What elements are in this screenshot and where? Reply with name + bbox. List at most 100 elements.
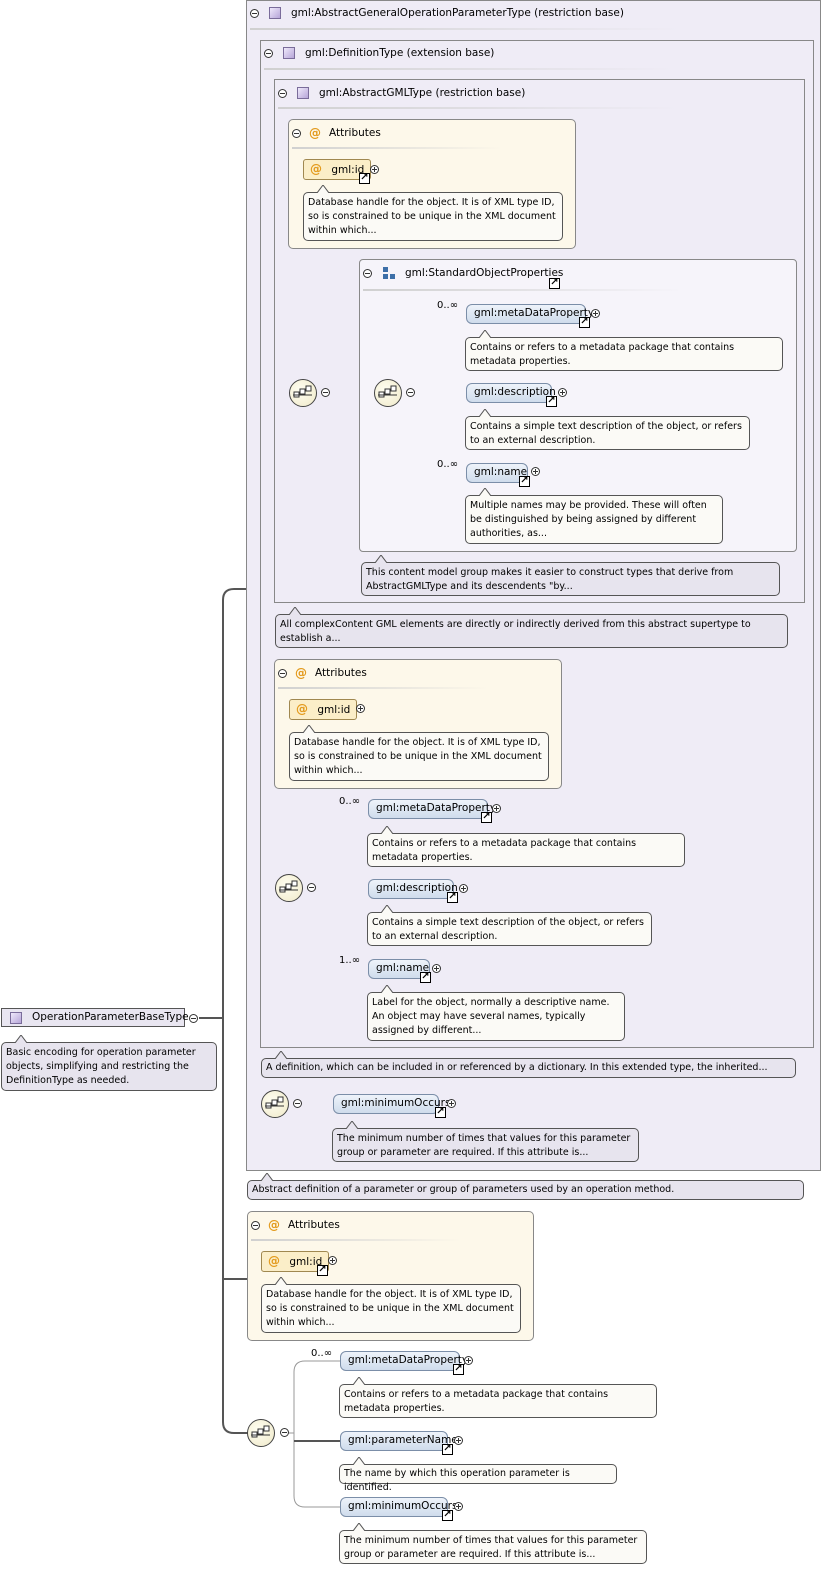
occurrence-label: 0..∞ — [437, 300, 459, 311]
expand-toggle-icon[interactable] — [492, 804, 501, 813]
collapse-toggle-icon[interactable] — [278, 88, 287, 98]
link-arrow-icon[interactable]: ↗ — [442, 1443, 453, 1455]
link-arrow-icon[interactable]: ↗ — [579, 316, 590, 328]
gml-id-attribute[interactable]: @ gml:id — [289, 699, 358, 720]
element-metadataproperty[interactable]: gml:metaDataProperty — [340, 1351, 468, 1371]
element-name[interactable]: gml:name — [368, 959, 430, 979]
collapse-toggle-icon[interactable] — [293, 1099, 302, 1108]
minimumoccurs-documentation: The minimum number of times that values … — [332, 1121, 639, 1162]
element-description[interactable]: gml:description — [368, 879, 458, 899]
expand-toggle-icon[interactable] — [591, 309, 600, 318]
expand-toggle-icon[interactable] — [459, 884, 468, 893]
link-arrow-icon[interactable]: ↗ — [519, 475, 530, 487]
attributes-label: Attributes — [288, 1219, 340, 1231]
doc-tail — [275, 1051, 287, 1059]
sequence-compositor-icon[interactable] — [275, 874, 303, 902]
collapse-toggle-icon[interactable] — [250, 8, 259, 18]
expand-toggle-icon[interactable] — [531, 467, 540, 476]
attributes-header[interactable]: @ Attributes — [251, 1218, 340, 1232]
standard-object-properties-documentation: This content model group makes it easier… — [361, 555, 780, 596]
gml-id-documentation: Database handle for the object. It is of… — [303, 185, 563, 241]
doc-tail — [317, 185, 329, 193]
collapse-toggle-icon[interactable] — [363, 268, 372, 278]
element-minimumoccurs[interactable]: gml:minimumOccurs — [340, 1497, 457, 1517]
expand-toggle-icon[interactable] — [454, 1502, 463, 1511]
name-documentation: Label for the object, normally a descrip… — [367, 985, 625, 1041]
element-minimumoccurs[interactable]: gml:minimumOccurs — [333, 1094, 450, 1114]
link-arrow-icon[interactable]: ↗ — [549, 277, 560, 289]
metadataproperty-documentation: Contains or refers to a metadata package… — [367, 826, 685, 867]
doc-tail — [261, 1173, 273, 1181]
link-arrow-icon[interactable]: ↗ — [453, 1363, 464, 1375]
link-arrow-icon[interactable]: ↗ — [442, 1509, 453, 1521]
collapse-toggle-icon[interactable] — [406, 388, 415, 397]
expand-toggle-icon[interactable] — [447, 1099, 456, 1108]
expand-toggle-icon[interactable] — [356, 704, 365, 713]
element-name[interactable]: gml:name — [466, 463, 528, 483]
doc-tail — [303, 725, 315, 733]
collapse-toggle-icon[interactable] — [251, 1220, 260, 1230]
expand-toggle-icon[interactable] — [328, 1256, 337, 1265]
header-divider — [292, 147, 502, 149]
expand-toggle-icon[interactable] — [432, 964, 441, 973]
attributes-label: Attributes — [329, 127, 381, 139]
expand-toggle-icon[interactable] — [454, 1436, 463, 1445]
minimumoccurs-documentation: The minimum number of times that values … — [339, 1523, 647, 1564]
doc-tail — [479, 488, 491, 496]
link-arrow-icon[interactable]: ↗ — [447, 891, 458, 903]
link-arrow-icon[interactable]: ↗ — [317, 1264, 328, 1276]
element-metadataproperty[interactable]: gml:metaDataProperty — [368, 799, 496, 819]
collapse-toggle-icon[interactable] — [264, 48, 273, 58]
attribute-at-icon: @ — [295, 666, 307, 680]
doc-tail — [479, 330, 491, 338]
gml-id-documentation: Database handle for the object. It is of… — [261, 1277, 521, 1333]
header-divider — [251, 1239, 461, 1241]
sequence-glyph — [293, 385, 312, 398]
attributes-label: Attributes — [315, 667, 367, 679]
link-arrow-icon[interactable]: ↗ — [359, 172, 370, 184]
link-arrow-icon[interactable]: ↗ — [420, 971, 431, 983]
expand-toggle-icon[interactable] — [558, 388, 567, 397]
sequence-compositor-icon[interactable] — [374, 379, 402, 407]
expand-toggle-icon[interactable] — [464, 1356, 473, 1365]
sequence-compositor-icon[interactable] — [247, 1419, 275, 1447]
link-arrow-icon[interactable]: ↗ — [546, 395, 557, 407]
expand-toggle-icon[interactable] — [370, 165, 379, 174]
element-metadataproperty[interactable]: gml:metaDataProperty — [466, 304, 594, 324]
collapse-toggle-icon[interactable] — [321, 388, 330, 397]
root-type-box[interactable]: OperationParameterBaseType — [1, 1008, 189, 1027]
collapse-toggle-icon[interactable] — [280, 1428, 289, 1437]
abstract-general-header[interactable]: gml:AbstractGeneralOperationParameterTyp… — [250, 7, 624, 19]
occurrence-label: 0..∞ — [311, 1348, 333, 1359]
collapse-toggle-icon[interactable] — [189, 1014, 198, 1023]
doc-tail — [353, 1523, 365, 1531]
link-arrow-icon[interactable]: ↗ — [435, 1106, 446, 1118]
attribute-at-icon: @ — [296, 702, 308, 716]
sequence-compositor-icon[interactable] — [289, 379, 317, 407]
collapse-toggle-icon[interactable] — [278, 668, 287, 678]
standard-object-properties-title: gml:StandardObjectProperties — [405, 267, 564, 279]
sequence-compositor-icon[interactable] — [261, 1090, 289, 1118]
definition-type-header[interactable]: gml:DefinitionType (extension base) — [264, 47, 494, 59]
abstract-general-documentation: Abstract definition of a parameter or gr… — [247, 1173, 804, 1200]
doc-tail — [381, 826, 393, 834]
collapse-toggle-icon[interactable] — [307, 883, 316, 892]
standard-object-properties-header[interactable]: gml:StandardObjectProperties — [363, 266, 563, 280]
occurrence-label: 1..∞ — [339, 955, 361, 966]
sequence-glyph — [265, 1096, 284, 1109]
attributes-header[interactable]: @ Attributes — [292, 126, 381, 140]
header-divider — [250, 28, 680, 30]
abstract-gml-header[interactable]: gml:AbstractGMLType (restriction base) — [278, 87, 525, 99]
attributes-header[interactable]: @ Attributes — [278, 666, 367, 680]
doc-tail — [15, 1035, 27, 1043]
metadataproperty-documentation: Contains or refers to a metadata package… — [465, 330, 783, 371]
doc-tail — [381, 905, 393, 913]
link-arrow-icon[interactable]: ↗ — [481, 811, 492, 823]
element-description[interactable]: gml:description — [466, 383, 556, 403]
definition-type-documentation: A definition, which can be included in o… — [261, 1051, 796, 1078]
element-parametername[interactable]: gml:parameterName — [340, 1431, 458, 1451]
collapse-toggle-icon[interactable] — [292, 128, 301, 138]
gml-id-attribute[interactable]: @ gml:id — [261, 1251, 330, 1272]
gml-id-documentation: Database handle for the object. It is of… — [289, 725, 549, 781]
sequence-glyph — [279, 880, 298, 893]
